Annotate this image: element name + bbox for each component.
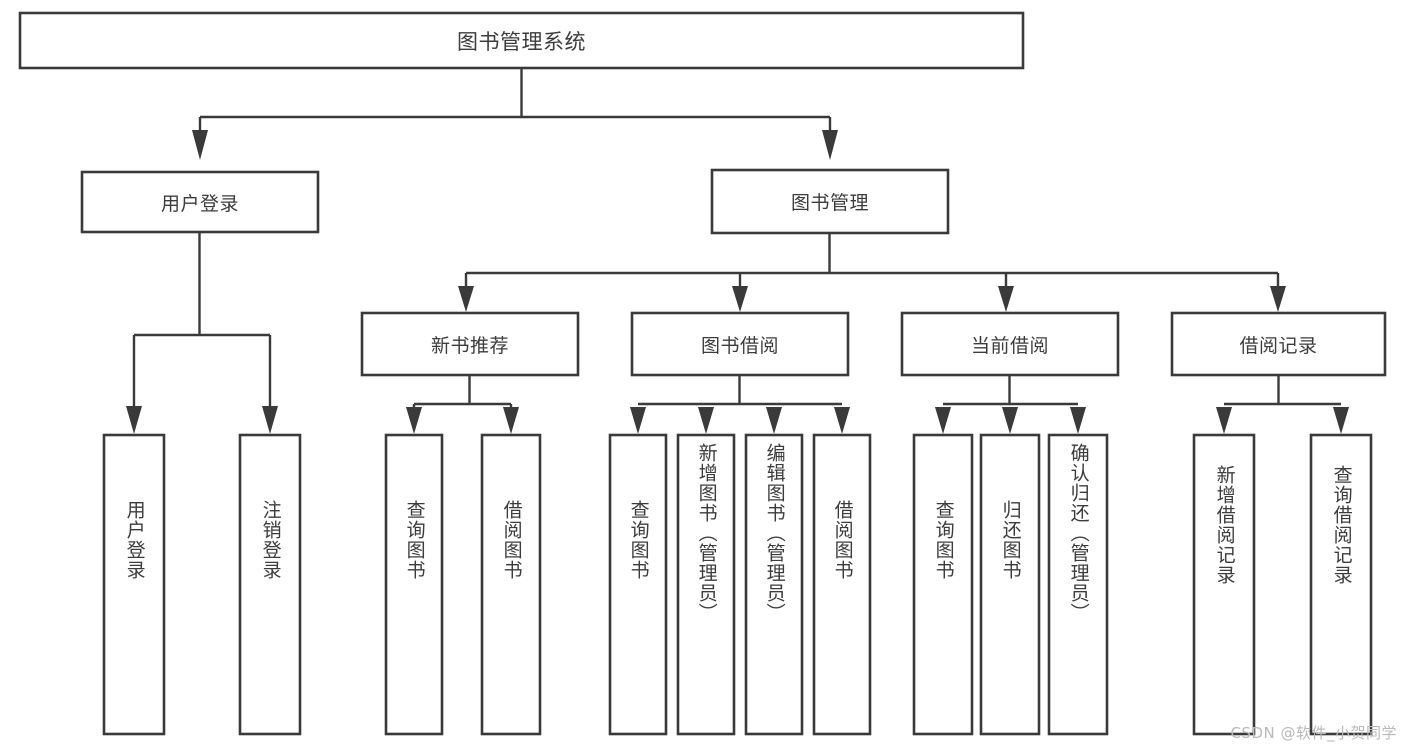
node-box-leaf-borrow-book-2[interactable] [812,433,872,736]
node-box-leaf-edit-book[interactable] [744,433,804,736]
node-box-current-borrow[interactable] [900,311,1120,377]
node-box-leaf-logout[interactable] [238,433,302,736]
arrow-icon-bb1 [630,407,646,434]
node-box-leaf-user-login[interactable] [102,433,166,736]
node-box-book-management[interactable] [710,168,950,235]
csdn-watermark: CSDN @软件_小贺同学 [1230,724,1397,742]
node-box-leaf-add-book[interactable] [676,433,736,736]
arrow-icon-cb1 [935,407,951,434]
node-box-leaf-query-book-2[interactable] [608,433,668,736]
arrow-icon-l3-2 [732,286,748,312]
arrow-icon-nb2 [503,407,519,434]
connector-book-borrow-to-leaves [630,375,850,434]
node-box-leaf-add-record[interactable] [1192,433,1256,736]
arrow-icon-br2 [1333,407,1349,434]
arrow-icon-cb3 [1070,407,1086,434]
arrow-icon-bb2 [698,407,714,434]
node-box-new-book-recommend[interactable] [360,311,580,377]
connector-user-login-to-leaves [126,232,278,434]
arrow-icon-bb3 [766,407,782,434]
arrow-icon-u1 [126,406,142,434]
connector-new-book-rec-to-leaves [406,375,519,434]
arrow-icon-book-mgmt [822,130,838,160]
node-box-leaf-query-book-1[interactable] [384,433,444,736]
connector-current-borrow-to-leaves [935,375,1086,434]
node-box-leaf-confirm-return[interactable] [1047,433,1109,736]
connector-borrow-record-to-leaves [1216,375,1349,434]
arrow-icon-u2 [262,406,278,434]
arrow-icon-user-login [192,130,208,160]
connector-book-mgmt-to-level3 [458,233,1286,312]
node-box-borrow-record[interactable] [1170,311,1387,377]
arrow-icon-l3-4 [1270,286,1286,312]
node-box-leaf-query-book-3[interactable] [912,433,974,736]
arrow-icon-l3-3 [998,286,1014,312]
arrow-icon-cb2 [1002,407,1018,434]
node-box-user-login[interactable] [80,170,320,234]
arrow-icon-bb4 [834,407,850,434]
node-box-book-borrow[interactable] [630,311,850,377]
arrow-icon-br1 [1216,407,1232,434]
arrow-icon-nb1 [406,407,422,434]
node-box-leaf-query-record[interactable] [1309,433,1373,736]
node-box-leaf-borrow-book-1[interactable] [480,433,542,736]
arrow-icon-l3-1 [458,286,474,312]
node-box-leaf-return-book[interactable] [979,433,1041,736]
node-box-root[interactable] [18,11,1025,70]
connector-root-to-level2 [192,68,838,160]
